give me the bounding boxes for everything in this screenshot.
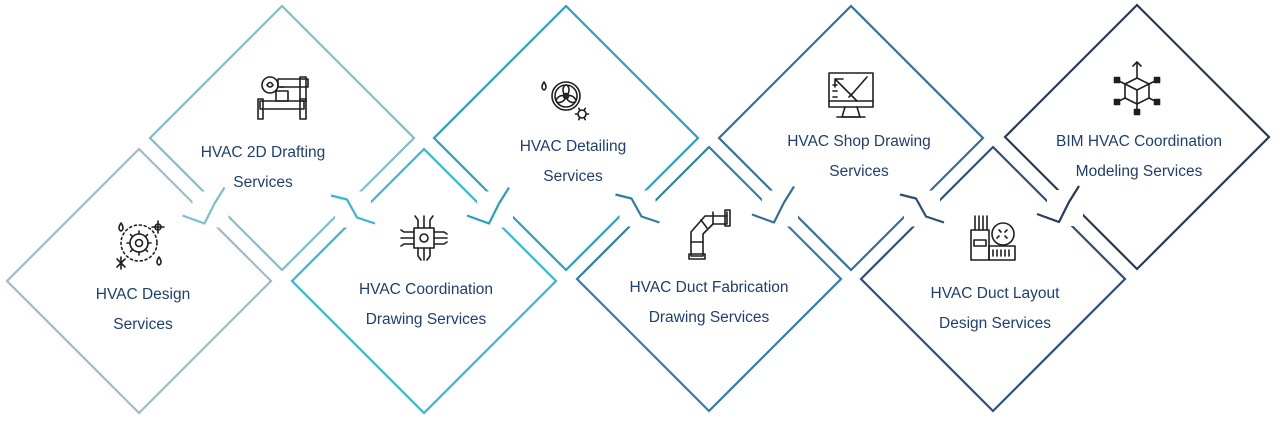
service-line1: BIM HVAC Coordination xyxy=(1056,133,1222,150)
diamond-duct-fabrication xyxy=(575,145,843,413)
service-label-hvac-design: HVAC Design Services xyxy=(48,280,238,340)
service-line1: HVAC Design xyxy=(95,286,191,303)
connector-arrow xyxy=(751,185,798,227)
duct-panel-icon xyxy=(970,215,1016,261)
connector-arrow xyxy=(330,191,376,228)
connector-arrow xyxy=(1036,185,1083,226)
service-line2: Design Services xyxy=(939,315,1051,332)
diamond-coordination-drawing xyxy=(290,147,558,415)
connector-arrow xyxy=(615,190,660,227)
duct-elbow-icon xyxy=(688,209,731,260)
cube-network-icon xyxy=(1113,61,1161,116)
service-label-bim-coordination: BIM HVAC Coordination Modeling Services xyxy=(1044,127,1234,187)
service-label-detailing: HVAC Detailing Services xyxy=(478,132,668,192)
service-label-coordination-drawing: HVAC Coordination Drawing Services xyxy=(331,275,521,335)
service-label-duct-fabrication: HVAC Duct Fabrication Drawing Services xyxy=(614,273,804,333)
fan-gear-icon xyxy=(541,81,590,121)
service-line1: HVAC Shop Drawing xyxy=(787,133,931,150)
pipe-valve-icon xyxy=(257,76,309,120)
service-label-shop-drawing: HVAC Shop Drawing Services xyxy=(764,127,954,187)
service-label-duct-layout: HVAC Duct Layout Design Services xyxy=(900,279,1090,339)
service-line2: Services xyxy=(829,163,889,180)
diamond-duct-layout xyxy=(859,145,1127,413)
service-line2: Modeling Services xyxy=(1075,163,1203,180)
circuit-chip-icon xyxy=(400,215,448,261)
diamond-bim-coordination xyxy=(1003,3,1271,271)
service-line2: Services xyxy=(233,174,293,191)
diamond-detailing xyxy=(432,4,700,272)
service-line2: Drawing Services xyxy=(648,309,770,326)
hvac-design-icon xyxy=(116,220,165,270)
service-line1: HVAC Detailing xyxy=(519,138,627,155)
diamond-hvac-design xyxy=(5,147,273,415)
service-line1: HVAC 2D Drafting xyxy=(200,144,326,161)
diamond-shop-drawing xyxy=(717,4,985,272)
service-line2: Services xyxy=(543,168,603,185)
service-line2: Drawing Services xyxy=(365,311,487,328)
connector-arrow xyxy=(182,186,229,228)
diamond-2d-drafting xyxy=(148,4,416,272)
connector-arrow xyxy=(899,190,945,227)
service-line2: Services xyxy=(113,316,173,333)
service-line1: HVAC Coordination xyxy=(358,281,494,298)
connector-arrow xyxy=(466,186,513,228)
service-label-2d-drafting: HVAC 2D Drafting Services xyxy=(168,138,358,198)
monitor-ruler-icon xyxy=(828,72,874,118)
service-line1: HVAC Duct Layout xyxy=(930,285,1060,302)
service-line1: HVAC Duct Fabrication xyxy=(629,279,789,296)
